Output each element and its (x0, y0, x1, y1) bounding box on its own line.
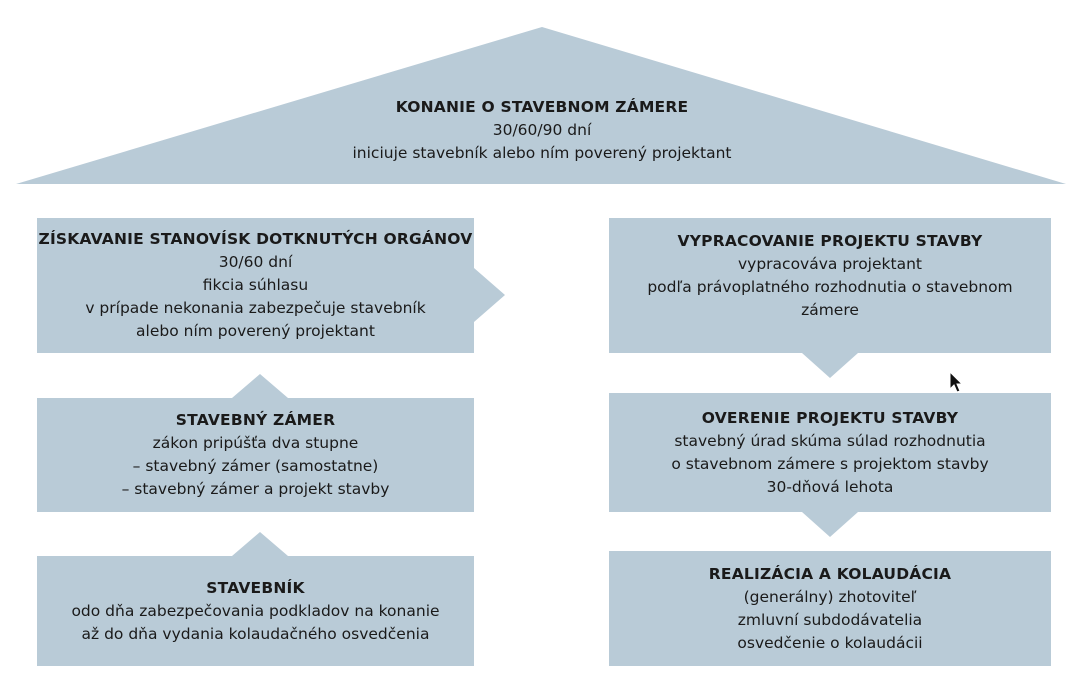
right-box-1-title: VYPRACOVANIE PROJEKTU STAVBY (677, 232, 983, 250)
left-box-1-line: alebo ním poverený projektant (136, 322, 375, 340)
right-box-2-line: o stavebnom zámere s projektom stavby (671, 454, 989, 473)
right-box-2-line: 30-dňová lehota (766, 477, 894, 496)
right-box-1-line: zámere (801, 301, 859, 319)
left-box-1-line: v prípade nekonania zabezpečuje stavební… (85, 299, 426, 317)
right-box-1-line: vypracováva projektant (738, 255, 922, 273)
right-box-2-shape (609, 393, 1051, 537)
left-box-1-line: 30/60 dní (218, 253, 293, 271)
left-box-1-line: fikcia súhlasu (202, 276, 309, 294)
right-box-2-title: OVERENIE PROJEKTU STAVBY (701, 408, 959, 427)
right-box-2: OVERENIE PROJEKTU STAVBY stavebný úrad s… (609, 393, 1051, 512)
right-box-3-title: REALIZÁCIA A KOLAUDÁCIA (708, 564, 952, 583)
right-box-3-line: (generálny) zhotoviteľ (743, 587, 917, 606)
left-box-2-line: – stavebný zámer a projekt stavby (121, 480, 390, 498)
right-box-3-line: osvedčenie o kolaudácii (737, 633, 923, 652)
right-box-1: VYPRACOVANIE PROJEKTU STAVBY vypracováva… (609, 218, 1051, 353)
right-box-3-shape (609, 551, 1051, 666)
left-box-3: STAVEBNÍK odo dňa zabezpečovania podklad… (37, 560, 474, 662)
right-box-3: REALIZÁCIA A KOLAUDÁCIA (generálny) zhot… (609, 551, 1051, 666)
left-box-2-line: zákon pripúšťa dva stupne (152, 434, 359, 452)
roof-title: KONANIE O STAVEBNOM ZÁMERE (395, 97, 689, 116)
roof-line: iniciuje stavebník alebo ním poverený pr… (352, 143, 732, 162)
left-box-2-title: STAVEBNÝ ZÁMER (175, 411, 336, 429)
roof-line: 30/60/90 dní (492, 120, 592, 139)
mouse-cursor-icon (949, 371, 964, 393)
left-box-3-line: odo dňa zabezpečovania podkladov na kona… (71, 601, 440, 620)
left-box-2-line: – stavebný zámer (samostatne) (132, 457, 379, 475)
left-box-1: ZÍSKAVANIE STANOVÍSK DOTKNUTÝCH ORGÁNOV … (37, 218, 474, 353)
left-box-3-title: STAVEBNÍK (206, 578, 305, 597)
left-box-1-title: ZÍSKAVANIE STANOVÍSK DOTKNUTÝCH ORGÁNOV (38, 230, 473, 248)
roof-text: KONANIE O STAVEBNOM ZÁMERE 30/60/90 dní … (200, 90, 884, 170)
left-box-3-line: až do dňa vydania kolaudačného osvedčeni… (81, 624, 430, 643)
right-box-2-line: stavebný úrad skúma súlad rozhodnutia (674, 431, 986, 450)
right-box-1-shape (609, 218, 1051, 378)
left-box-2-shape (37, 374, 474, 512)
right-box-3-line: zmluvní subdodávatelia (737, 610, 923, 629)
left-box-2: STAVEBNÝ ZÁMER zákon pripúšťa dva stupne… (37, 402, 474, 508)
left-box-1-shape (37, 218, 505, 353)
left-box-3-shape (37, 532, 474, 666)
right-box-1-line: podľa právoplatného rozhodnutia o staveb… (647, 278, 1013, 296)
roof-shape (16, 27, 1066, 184)
